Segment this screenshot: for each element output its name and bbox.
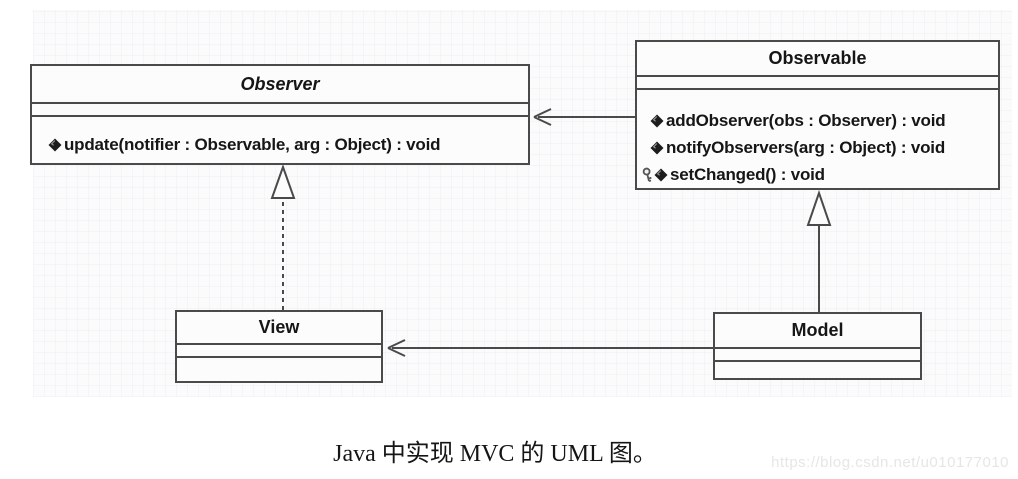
figure-caption: Java 中实现 MVC 的 UML 图。 [333,441,657,467]
class-observer-title: Observer [240,73,320,94]
class-view-title: View [258,317,300,337]
key-icon [642,167,652,182]
method-text: notifyObservers(arg : Object) : void [666,137,946,157]
class-view-attributes-compartment [177,343,381,358]
method-row: update(notifier : Observable, arg : Obje… [48,131,524,158]
class-observable: Observable addObserver(obs : Observer) :… [635,40,1000,190]
class-model-title: Model [791,320,844,340]
method-text: setChanged() : void [670,164,825,184]
class-view: View [175,310,383,383]
watermark-url: https://blog.csdn.net/u010177010 [771,454,1009,471]
class-model-methods-compartment [715,362,920,378]
class-observer: Observer update(notifier : Observable, a… [30,64,530,165]
method-text: update(notifier : Observable, arg : Obje… [64,134,441,154]
diamond-icon [48,138,62,151]
class-observer-methods-compartment: update(notifier : Observable, arg : Obje… [32,117,528,163]
class-model-attributes-compartment [715,347,920,362]
diamond-icon [650,141,664,154]
class-view-methods-compartment [177,358,381,381]
class-observable-attributes-compartment [637,75,998,90]
method-row: setChanged() : void [642,161,996,188]
diamond-icon [654,168,668,181]
method-row: notifyObservers(arg : Object) : void [650,134,996,161]
method-row: addObserver(obs : Observer) : void [650,107,996,134]
class-observable-title: Observable [768,48,867,68]
class-observable-methods-compartment: addObserver(obs : Observer) : void notif… [637,90,998,188]
method-text: addObserver(obs : Observer) : void [666,110,946,130]
class-model: Model [713,312,922,380]
diamond-icon [650,114,664,127]
class-observer-attributes-compartment [32,102,528,117]
